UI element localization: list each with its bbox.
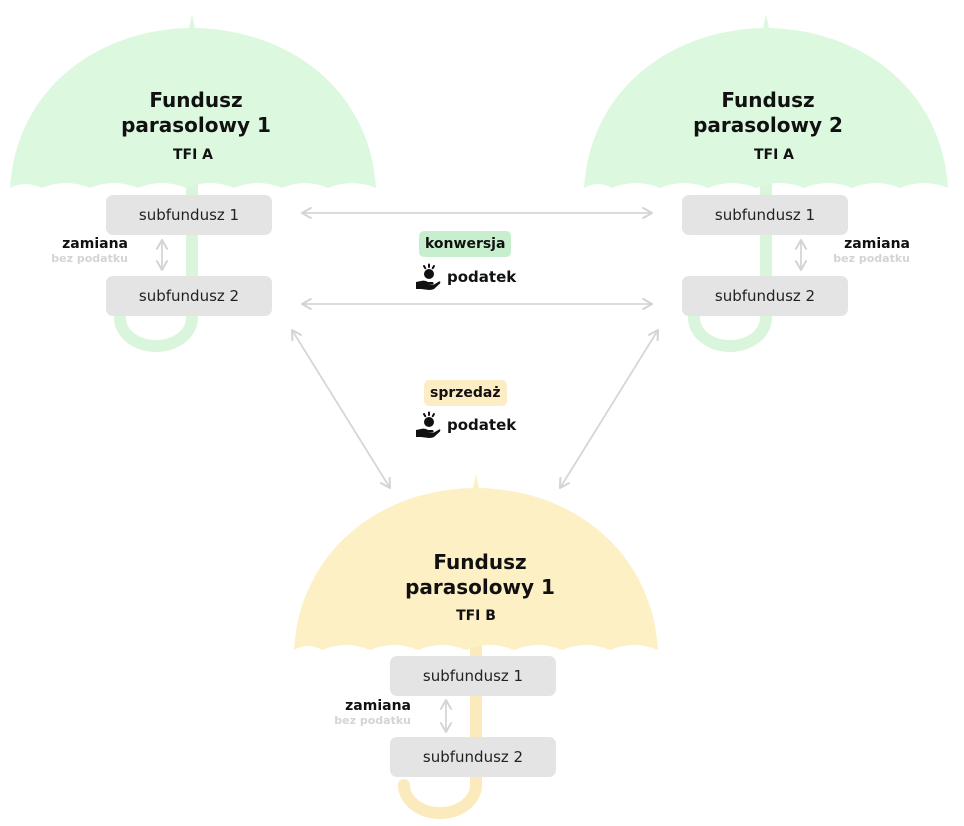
- umbrella-2-title: Fundusz parasolowy 2: [693, 88, 843, 137]
- sale-tax-label: podatek: [447, 416, 517, 434]
- umbrella-3-subfund-1[interactable]: subfundusz 1: [390, 656, 556, 696]
- umbrella-1-canopy: [10, 14, 376, 188]
- umbrella-1-tfi: TFI A: [172, 147, 214, 163]
- umbrella-3: [294, 474, 658, 819]
- umbrella-1-swap-label: zamiana: [62, 236, 128, 252]
- sale-tax: podatek: [415, 411, 516, 439]
- umbrella-2-subfund-2[interactable]: subfundusz 2: [682, 276, 848, 316]
- umbrella-3-title: Fundusz parasolowy 1: [405, 550, 555, 599]
- umbrella-3-swap-label: zamiana: [345, 698, 411, 714]
- arrows: [155, 206, 808, 734]
- umbrella-2-handle: [688, 174, 772, 352]
- umbrella-3-subfund-2[interactable]: subfundusz 2: [390, 737, 556, 777]
- umbrella-1-title: Fundusz parasolowy 1: [121, 88, 271, 137]
- umbrella-2-swap-label: zamiana: [844, 236, 910, 252]
- umbrella-2-swap-note: bez podatku: [833, 252, 910, 265]
- arrow-sale-right: [558, 328, 660, 490]
- umbrella-1-subfund-2[interactable]: subfundusz 2: [106, 276, 272, 316]
- umbrella-2: [584, 14, 948, 352]
- sale-badge: sprzedaż: [424, 380, 507, 406]
- umbrella-2-tfi: TFI A: [753, 147, 795, 163]
- umbrella-2-subfund-1[interactable]: subfundusz 1: [682, 195, 848, 235]
- conversion-tax: podatek: [415, 263, 516, 291]
- umbrella-3-canopy: [294, 474, 658, 650]
- conversion-tax-label: podatek: [447, 268, 517, 286]
- umbrella-1: [10, 14, 376, 352]
- umbrella-1-swap-note: bez podatku: [51, 252, 128, 265]
- arrow-sale-left: [290, 328, 392, 490]
- umbrella-3-tfi: TFI B: [456, 608, 496, 624]
- umbrella-1-subfund-1[interactable]: subfundusz 1: [106, 195, 272, 235]
- umbrella-1-handle: [114, 174, 198, 352]
- conversion-badge: konwersja: [419, 231, 512, 257]
- umbrella-3-swap-note: bez podatku: [334, 714, 411, 727]
- hand-coin-icon: [416, 411, 441, 438]
- umbrella-3-swap: zamiana bez podatku: [301, 698, 411, 727]
- umbrella-3-handle: [398, 634, 482, 819]
- hand-coin-icon: [416, 263, 441, 290]
- umbrella-2-swap: zamiana bez podatku: [800, 236, 910, 265]
- umbrella-1-swap: zamiana bez podatku: [18, 236, 128, 265]
- umbrella-2-canopy: [584, 14, 948, 188]
